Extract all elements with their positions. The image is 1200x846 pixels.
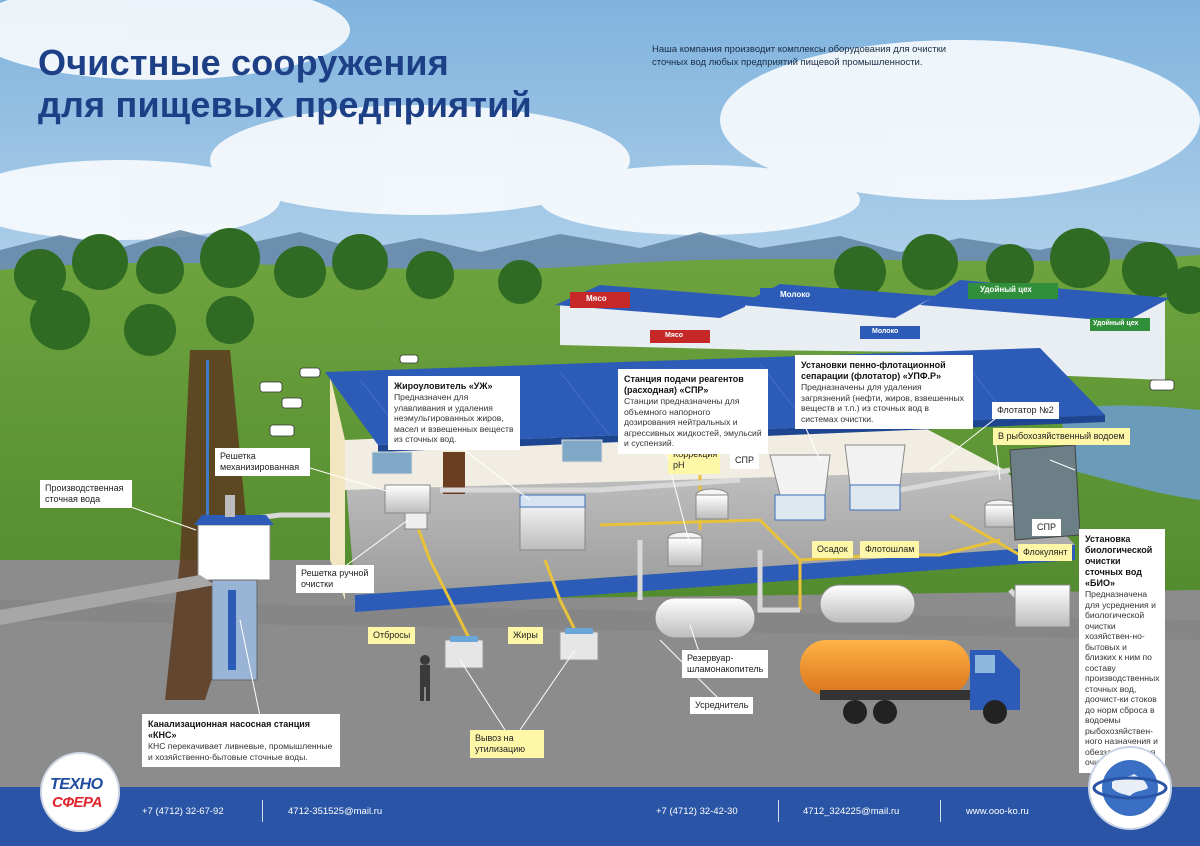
footer-website[interactable]: www.ooo-ko.ru [966, 806, 1029, 817]
bins [444, 628, 599, 669]
card-grease-trap-title: Жироуловитель «УЖ» [394, 381, 493, 391]
card-grease-trap-text: Предназначен для улавливания и удаления … [394, 392, 514, 444]
label-fats: Жиры [508, 627, 543, 644]
footer-separator [778, 800, 779, 822]
card-kns: Канализационная насосная станция «КНС» К… [142, 714, 340, 767]
card-kns-text: КНС перекачивает ливневые, промышленные … [148, 741, 333, 762]
cows [259, 354, 1175, 437]
sign-dairy: Удойный цех [980, 285, 1032, 294]
label-sludge-tank: Резервуар-шламонакопитель [682, 650, 768, 678]
label-spr-1: СПР [730, 452, 759, 469]
sign-milk-2: Молоко [872, 328, 899, 335]
label-production-water: Производственная сточная вода [40, 480, 132, 508]
company-logo: ТЕХНО СФЕРА [40, 752, 120, 832]
label-flotator-2: Флотатор №2 [992, 402, 1059, 419]
sign-meat-2: Мясо [665, 332, 684, 339]
card-reagent-station-text: Станции предназначены для объемного напо… [624, 396, 762, 448]
footer-phone-2[interactable]: +7 (4712) 32-42-30 [656, 806, 738, 817]
tanker-truck [800, 640, 1020, 724]
footer-separator [940, 800, 941, 822]
card-bio-unit: Установка биологической очистки сточных … [1079, 529, 1165, 773]
leader-lines [127, 414, 1076, 731]
footer-email-2[interactable]: 4712_324225@mail.ru [803, 806, 900, 817]
page-title-line1: Очистные сооружения [38, 42, 449, 83]
label-sediment: Осадок [812, 541, 853, 558]
globe-logo-icon [1088, 746, 1172, 830]
label-grate-manual: Решетка ручной очистки [296, 565, 374, 593]
clouds [0, 0, 1200, 240]
card-kns-title: Канализационная насосная станция «КНС» [148, 719, 311, 740]
label-fishery: В рыбохозяйственный водоем [993, 428, 1130, 445]
label-waste: Отбросы [368, 627, 416, 644]
card-flotation-unit-title: Установки пенно-флотационной сепарации (… [801, 360, 946, 381]
footer-separator [262, 800, 263, 822]
intro-text: Наша компания производит комплексы обору… [652, 44, 947, 68]
card-flotation-unit: Установки пенно-флотационной сепарации (… [795, 355, 973, 429]
sign-dairy-2: Удойный цех [1093, 320, 1139, 327]
label-equalizer: Усреднитель [690, 697, 754, 714]
card-reagent-station: Станция подачи реагентов (расходная) «СП… [618, 369, 768, 454]
label-spr-2: СПР [1032, 519, 1061, 536]
trees [14, 228, 1200, 356]
card-grease-trap: Жироуловитель «УЖ» Предназначен для улав… [388, 376, 520, 450]
worker [420, 655, 430, 701]
card-bio-unit-title: Установка биологической очистки сточных … [1085, 534, 1153, 588]
footer-phone-1[interactable]: +7 (4712) 32-67-92 [142, 806, 224, 817]
label-grate-mechanized: Решетка механизированная [215, 448, 310, 476]
card-flotation-unit-text: Предназначены для удаления загрязнений (… [801, 382, 964, 424]
card-reagent-station-title: Станция подачи реагентов (расходная) «СП… [624, 374, 744, 395]
footer-email-1[interactable]: 4712-351525@mail.ru [288, 806, 383, 817]
outdoor-tanks [654, 584, 1071, 639]
page-title: Очистные сооружения для пищевых предприя… [38, 42, 532, 126]
equipment [384, 444, 1016, 567]
logo-text-line1: ТЕХНО [50, 776, 103, 793]
label-flocculant: Флокулянт [1018, 544, 1073, 561]
sign-meat: Мясо [586, 294, 607, 303]
sign-milk: Молоко [780, 290, 810, 299]
label-flotation-sludge: Флотошлам [860, 541, 920, 558]
label-removal: Вывоз на утилизацию [470, 730, 544, 758]
footer-bar [0, 787, 1200, 846]
card-bio-unit-text: Предназначена для усреднения и биологиче… [1085, 589, 1160, 767]
logo-text-line2: СФЕРА [52, 794, 102, 811]
page-title-line2: для пищевых предприятий [38, 84, 532, 125]
